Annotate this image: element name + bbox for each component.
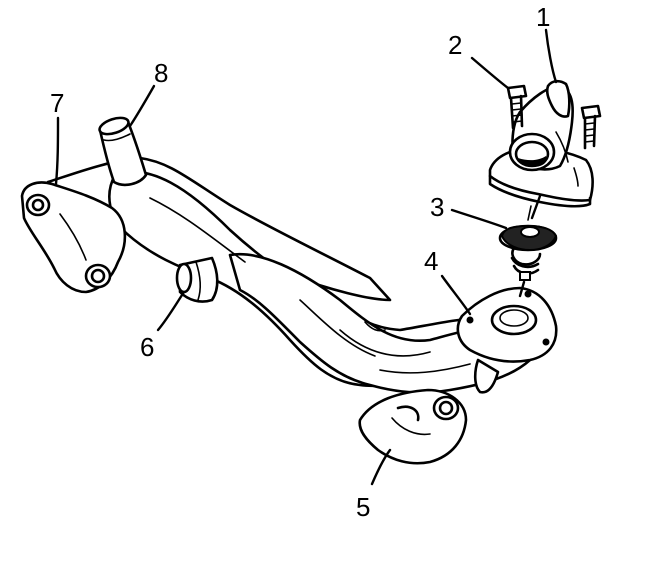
assembly-axis-line bbox=[518, 194, 542, 298]
callout-4: 4 bbox=[424, 246, 438, 276]
callout-leaders bbox=[54, 28, 558, 486]
lower-hose-outlet bbox=[175, 256, 219, 303]
upper-hose-outlet bbox=[98, 116, 148, 187]
callout-1: 1 bbox=[536, 2, 550, 32]
leader-7 bbox=[54, 116, 60, 186]
thermostat bbox=[498, 205, 558, 281]
leader-5 bbox=[370, 448, 392, 486]
callout-8: 8 bbox=[154, 58, 168, 88]
coolant-crossover-pipe bbox=[46, 156, 532, 394]
callout-3: 3 bbox=[430, 192, 444, 222]
callout-6: 6 bbox=[140, 332, 154, 362]
bolt-right bbox=[580, 104, 602, 150]
callout-labels: 1 2 3 4 5 6 7 8 bbox=[50, 2, 550, 522]
leader-1 bbox=[544, 28, 558, 84]
leader-3 bbox=[450, 208, 508, 230]
callout-2: 2 bbox=[448, 30, 462, 60]
callout-5: 5 bbox=[356, 492, 370, 522]
bolt-left bbox=[506, 84, 528, 130]
leader-6 bbox=[156, 290, 186, 332]
leader-8 bbox=[128, 84, 156, 128]
leader-4 bbox=[440, 274, 472, 316]
callout-7: 7 bbox=[50, 88, 64, 118]
thermostat-housing-flange bbox=[456, 286, 558, 394]
water-outlet-housing bbox=[488, 79, 594, 208]
lower-mounting-flange bbox=[358, 388, 468, 465]
left-mounting-flange bbox=[20, 181, 127, 294]
leader-2 bbox=[470, 56, 510, 90]
